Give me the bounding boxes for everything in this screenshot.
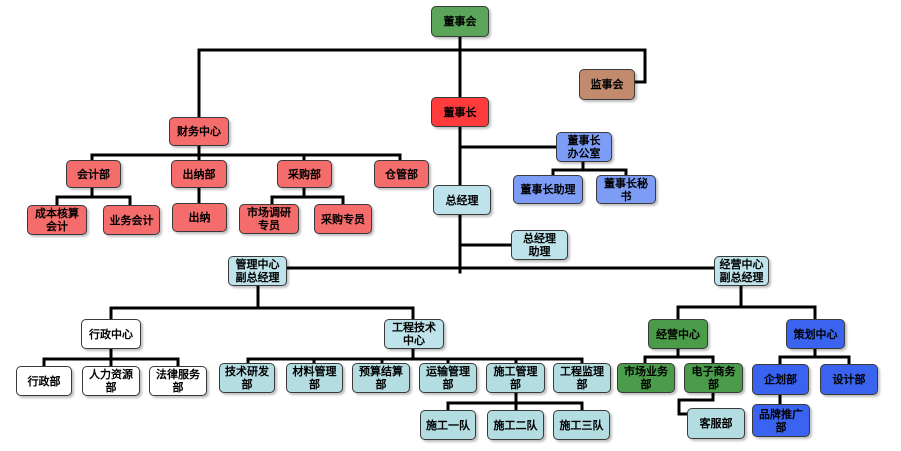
node-team2[interactable]: 施工二队 [487, 410, 544, 440]
node-finance[interactable]: 财务中心 [169, 117, 229, 146]
node-engineering[interactable]: 工程技术 中心 [384, 319, 444, 349]
node-admin[interactable]: 行政中心 [81, 319, 141, 349]
node-purchasing[interactable]: 采购部 [277, 160, 332, 188]
node-board[interactable]: 董事会 [431, 6, 489, 37]
node-legal[interactable]: 法律服务部 [149, 366, 207, 396]
node-planning-dept[interactable]: 企划部 [752, 364, 809, 395]
node-cost-acct[interactable]: 成本核算 会计 [27, 205, 87, 235]
connector-to-supervisors [633, 48, 647, 84]
node-cashier[interactable]: 出纳 [172, 203, 227, 232]
node-customer-svc[interactable]: 客服部 [687, 408, 745, 439]
node-market-biz[interactable]: 市场业务部 [617, 363, 675, 393]
node-supervision[interactable]: 工程监理部 [553, 363, 611, 393]
node-budget[interactable]: 预算结算部 [352, 363, 410, 393]
node-chair-asst[interactable]: 董事长助理 [513, 175, 583, 204]
node-ecommerce[interactable]: 电子商务部 [684, 363, 743, 393]
node-mgmt-vp[interactable]: 管理中心 副总经理 [228, 256, 287, 286]
node-supervisors[interactable]: 监事会 [579, 69, 635, 100]
node-team1[interactable]: 施工一队 [420, 410, 476, 440]
node-gm[interactable]: 总经理 [433, 185, 491, 215]
node-chairman[interactable]: 董事长 [431, 97, 489, 127]
node-tech-rd[interactable]: 技术研发部 [219, 363, 275, 393]
node-mkt-research[interactable]: 市场调研 专员 [239, 204, 299, 234]
node-chair-office[interactable]: 董事长 办公室 [556, 132, 612, 162]
node-design[interactable]: 设计部 [820, 364, 878, 395]
node-gm-asst[interactable]: 总经理 助理 [511, 230, 568, 260]
node-accounting[interactable]: 会计部 [66, 160, 121, 188]
node-purchaser[interactable]: 采购专员 [314, 204, 372, 234]
node-chair-sec[interactable]: 董事长秘书 [596, 175, 656, 204]
node-biz-acct[interactable]: 业务会计 [103, 205, 160, 235]
node-ops-vp[interactable]: 经营中心 副总经理 [714, 256, 769, 286]
node-team3[interactable]: 施工三队 [553, 410, 610, 440]
node-warehouse[interactable]: 仓管部 [374, 160, 429, 188]
node-operations[interactable]: 经营中心 [648, 319, 708, 349]
node-materials[interactable]: 材料管理部 [286, 363, 343, 393]
node-hr[interactable]: 人力资源部 [82, 366, 140, 396]
node-transport[interactable]: 运输管理部 [419, 363, 477, 393]
node-admin-dept[interactable]: 行政部 [16, 366, 72, 396]
connector-customer-svc [677, 391, 715, 416]
node-brand[interactable]: 品牌推广部 [752, 404, 810, 437]
node-cashier-dept[interactable]: 出纳部 [171, 160, 227, 188]
node-planning[interactable]: 策划中心 [786, 319, 845, 349]
node-construction[interactable]: 施工管理部 [486, 363, 545, 393]
